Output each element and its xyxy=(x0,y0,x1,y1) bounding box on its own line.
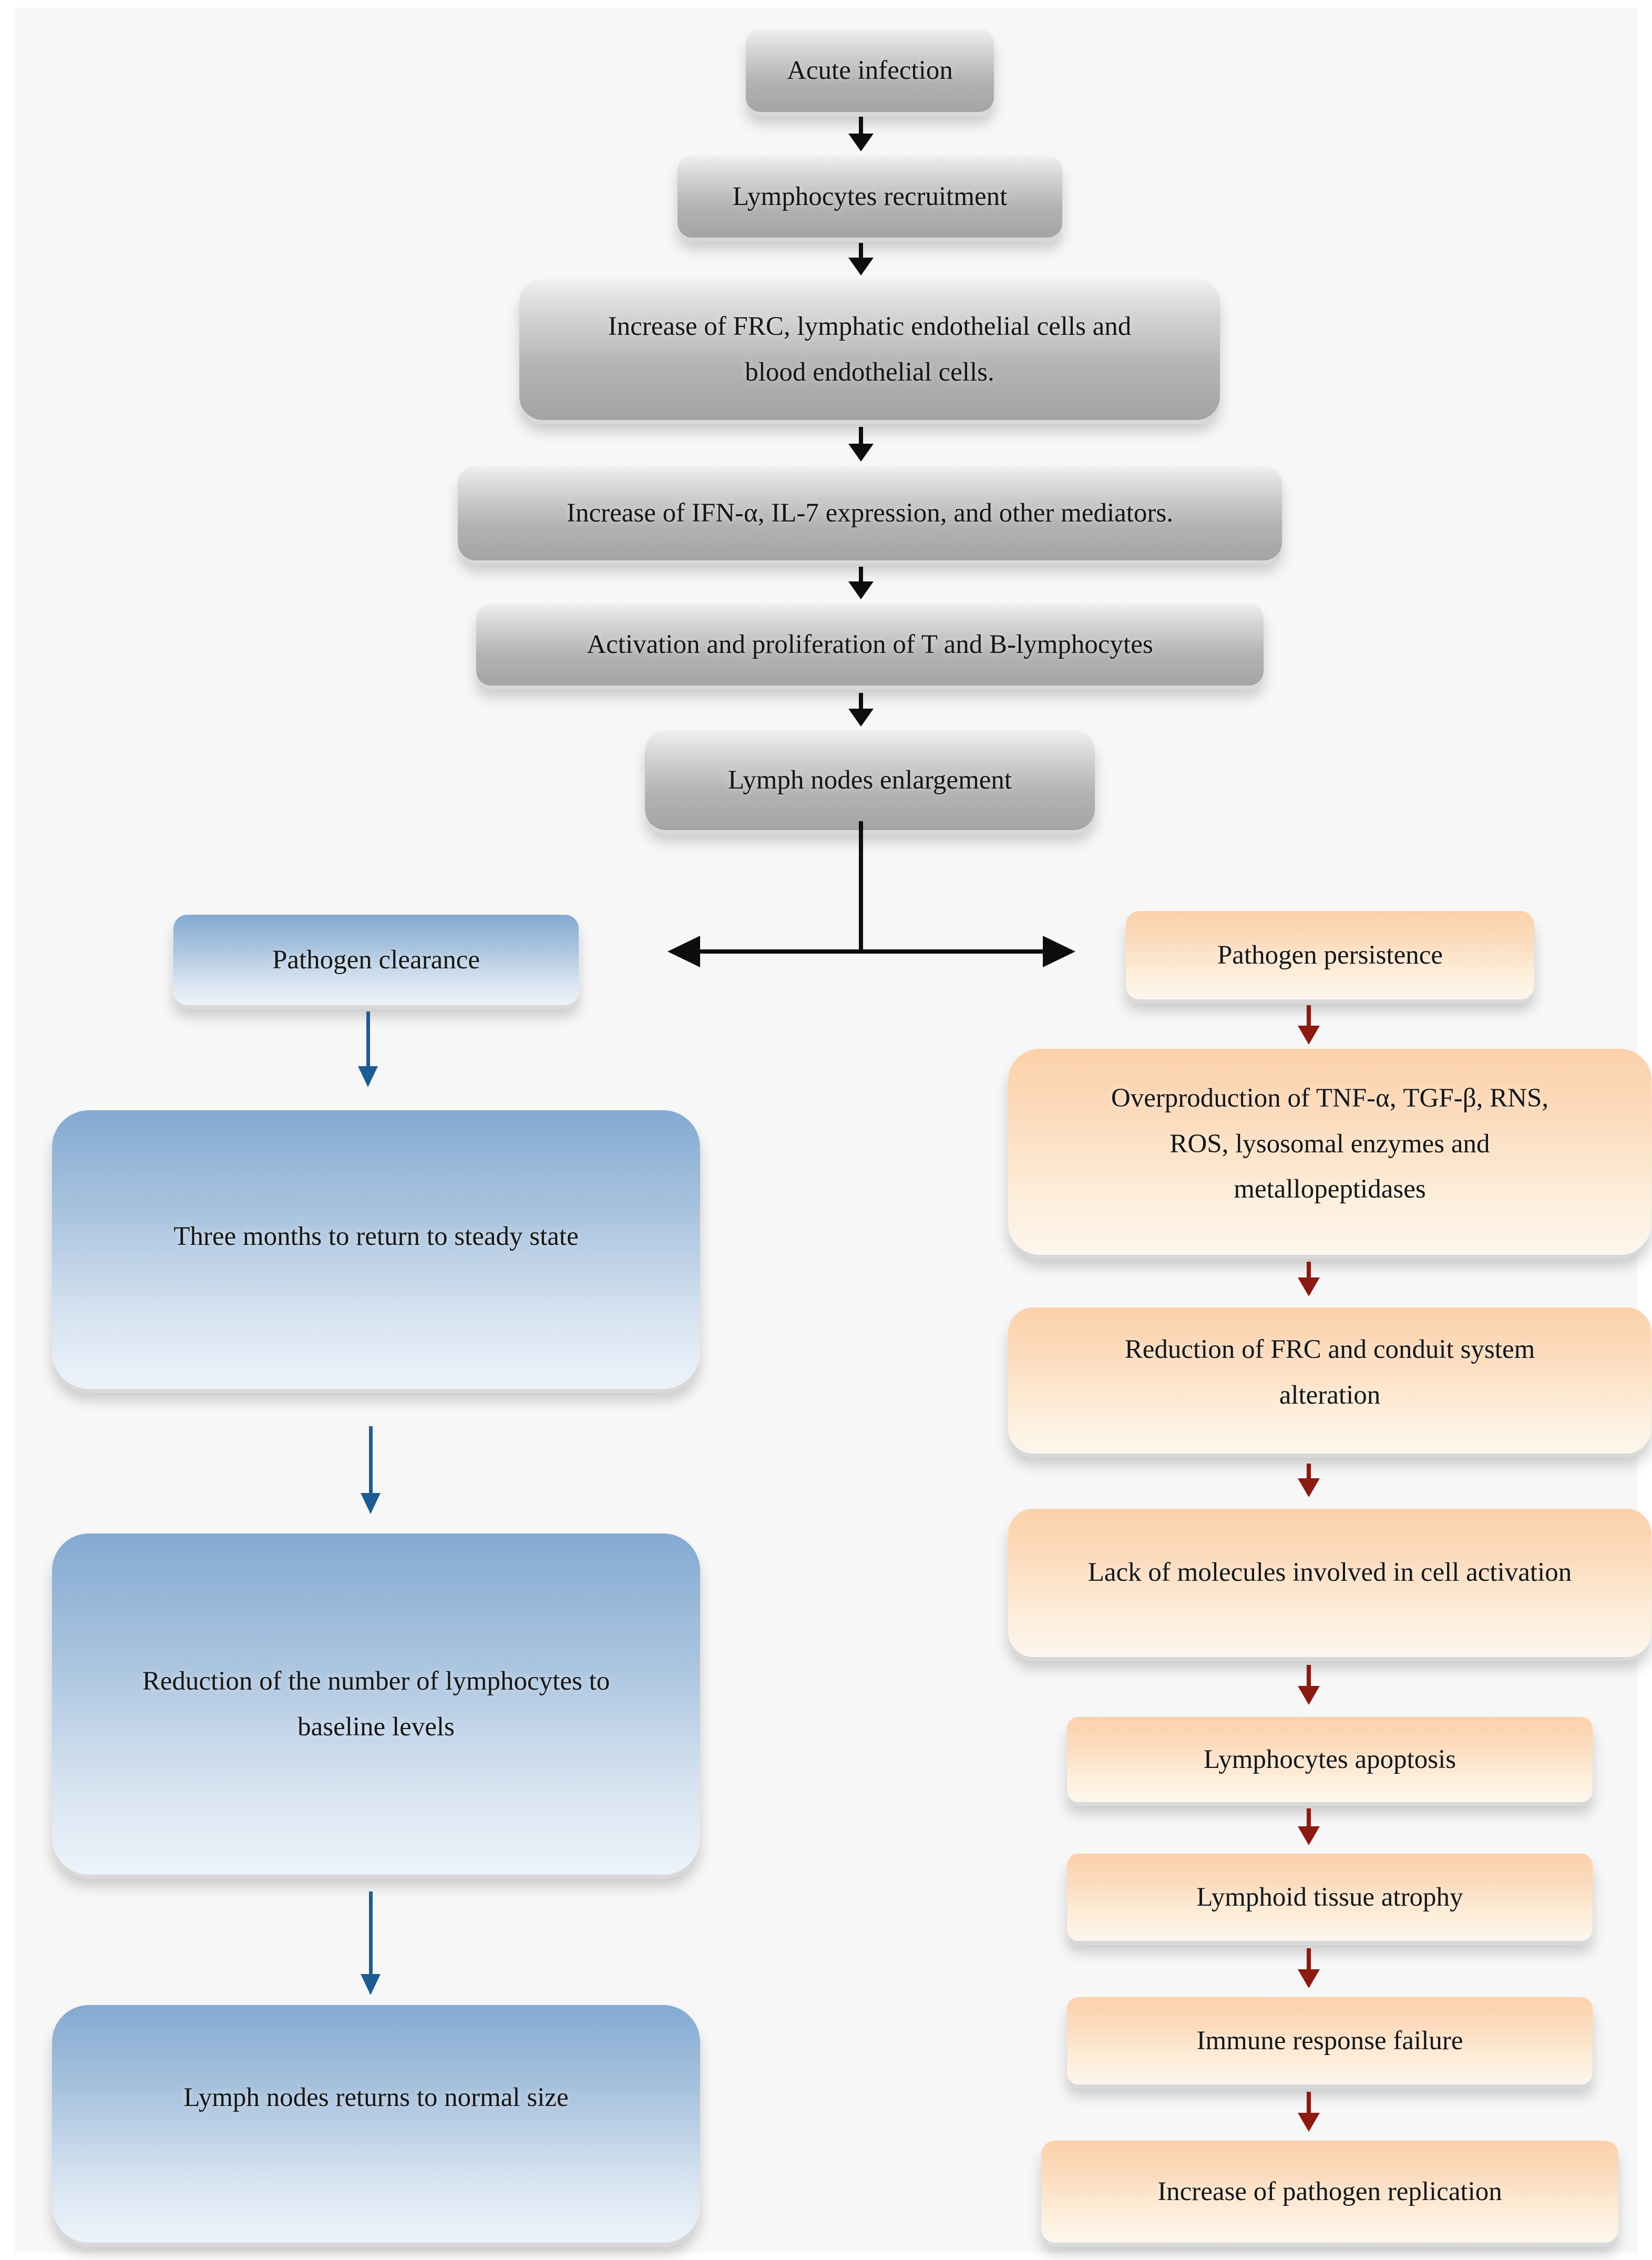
connector-trunk-line xyxy=(859,821,863,954)
node-label: Acute infection xyxy=(787,55,953,85)
node-overproduction: Overproduction of TNF-α, TGF-β, RNS, ROS… xyxy=(1008,1049,1651,1255)
node-label: Lymphocytes recruitment xyxy=(732,181,1008,211)
node-label: Increase of IFN-α, IL-7 expression, and … xyxy=(567,498,1173,528)
node-reduction-lymphocytes: Reduction of the number of lymphocytes t… xyxy=(52,1533,700,1875)
node-label: Three months to return to steady state xyxy=(173,1221,579,1251)
node-three-months: Three months to return to steady state xyxy=(52,1110,700,1389)
arrow-left-icon xyxy=(668,936,700,967)
node-acute-infection: Acute infection xyxy=(746,29,994,112)
connector-horizontal-line xyxy=(699,949,1044,954)
node-increase-frc: Increase of FRC, lymphatic endothelial c… xyxy=(519,279,1220,420)
node-label: Lymphocytes apoptosis xyxy=(1203,1744,1456,1774)
node-label: Immune response failure xyxy=(1196,2026,1463,2056)
node-lymphocytes-recruitment: Lymphocytes recruitment xyxy=(678,156,1062,238)
node-label: Overproduction of TNF-α, TGF-β, RNS, ROS… xyxy=(1111,1083,1549,1204)
node-increase-ifn: Increase of IFN-α, IL-7 expression, and … xyxy=(458,466,1282,560)
node-pathogen-persistence: Pathogen persistence xyxy=(1126,911,1534,999)
node-label: Reduction of FRC and conduit system alte… xyxy=(1124,1335,1535,1410)
node-label: Increase of FRC, lymphatic endothelial c… xyxy=(608,312,1132,387)
node-lymphocytes-apoptosis: Lymphocytes apoptosis xyxy=(1067,1717,1593,1802)
node-lymph-nodes-normal: Lymph nodes returns to normal size xyxy=(52,2005,700,2243)
node-lack-molecules: Lack of molecules involved in cell activ… xyxy=(1008,1509,1651,1657)
node-label: Reduction of the number of lymphocytes t… xyxy=(142,1666,610,1742)
node-label: Lymph nodes enlargement xyxy=(727,765,1012,795)
node-pathogen-clearance: Pathogen clearance xyxy=(173,915,579,1005)
node-label: Increase of pathogen replication xyxy=(1157,2176,1502,2206)
node-lymphoid-atrophy: Lymphoid tissue atrophy xyxy=(1067,1854,1593,1941)
node-immune-failure: Immune response failure xyxy=(1067,1997,1593,2084)
node-reduction-frc-conduit: Reduction of FRC and conduit system alte… xyxy=(1008,1307,1651,1454)
node-lymph-nodes-enlargement: Lymph nodes enlargement xyxy=(645,730,1095,830)
node-pathogen-replication: Increase of pathogen replication xyxy=(1041,2141,1618,2243)
node-label: Lack of molecules involved in cell activ… xyxy=(1087,1557,1572,1587)
node-label: Pathogen clearance xyxy=(272,945,480,975)
arrow-right-icon xyxy=(1043,936,1075,967)
node-label: Lymphoid tissue atrophy xyxy=(1196,1882,1463,1912)
node-label: Activation and proliferation of T and B-… xyxy=(587,629,1153,659)
node-label: Lymph nodes returns to normal size xyxy=(183,2082,569,2112)
node-label: Pathogen persistence xyxy=(1217,940,1443,970)
node-activation-proliferation: Activation and proliferation of T and B-… xyxy=(476,604,1264,686)
